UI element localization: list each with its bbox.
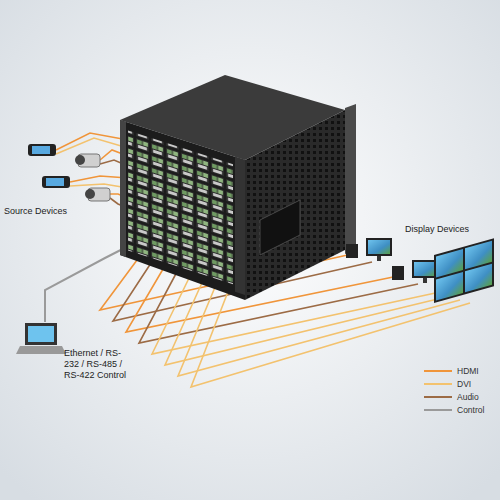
legend: HDMI DVI AudioControl (424, 364, 484, 416)
legend-row: HDMI (424, 364, 484, 377)
matrix-switch (120, 75, 356, 300)
legend-row: Control (424, 403, 484, 416)
legend-line (424, 368, 452, 374)
source-device-icons (28, 144, 110, 201)
caption-label: Source Devices (4, 206, 67, 217)
caption-label: Ethernet / RS-232 / RS-485 / RS-422 Cont… (64, 348, 136, 381)
legend-text: Audio (457, 392, 479, 402)
legend-text: DVI (457, 379, 471, 389)
legend-line (424, 381, 452, 387)
legend-row: Audio (424, 390, 484, 403)
legend-row: DVI (424, 377, 484, 390)
legend-line (424, 407, 452, 413)
laptop-icon (16, 323, 66, 354)
source-wires (56, 133, 128, 208)
legend-text: HDMI (457, 366, 479, 376)
legend-text: Control (457, 405, 484, 415)
display-device-icons (346, 238, 494, 303)
legend-line (424, 394, 452, 400)
caption-label: Display Devices (405, 224, 469, 235)
